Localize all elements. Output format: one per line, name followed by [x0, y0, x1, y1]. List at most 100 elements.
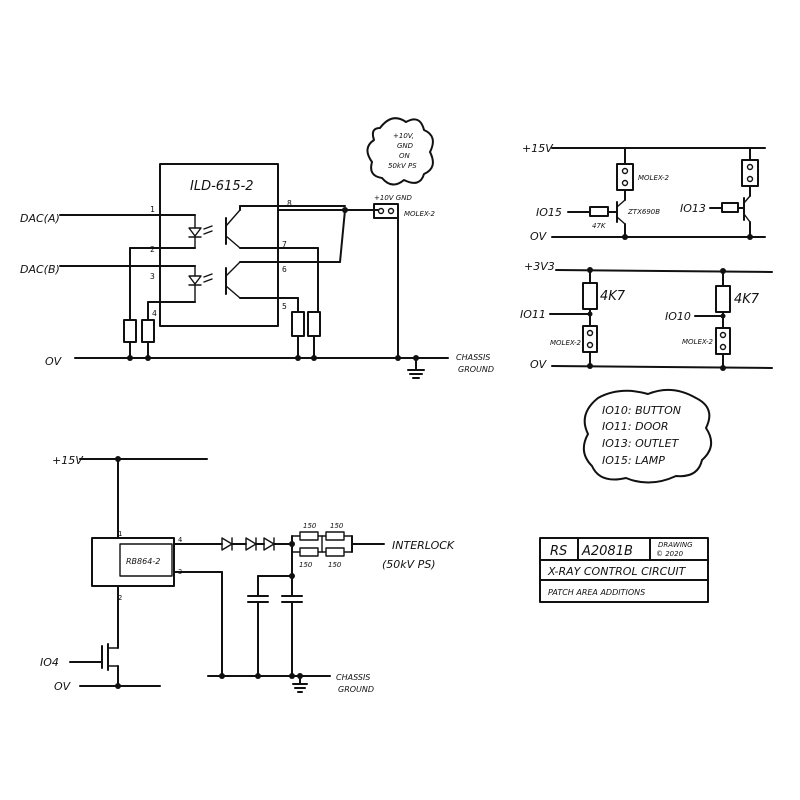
- resistor-150-b: [325, 531, 345, 541]
- cloud-line-4: 50kV PS: [388, 162, 417, 170]
- dac-b-label: DAC(B): [20, 263, 60, 276]
- pin-2: 2: [150, 245, 155, 254]
- pin-1: 1: [150, 205, 155, 214]
- legend-io11: IO11: DOOR: [602, 420, 669, 433]
- resistor-150-c: [299, 547, 319, 557]
- legend-io15: IO15: LAMP: [602, 454, 665, 467]
- pin-5: 5: [282, 302, 287, 311]
- resistor-150-d: [325, 547, 345, 557]
- io15-label: IO15: [536, 206, 562, 219]
- chassis-ground-symbol: [407, 357, 425, 379]
- molex-connector: [373, 203, 399, 219]
- capacitor-2: [281, 595, 303, 677]
- pin-8: 8: [287, 199, 292, 208]
- phototransistor-b-symbol: [225, 261, 301, 299]
- relay-label: RB864-2: [126, 557, 160, 566]
- cloud-line-1: +10V,: [393, 132, 414, 140]
- resistor-r3: [291, 311, 305, 337]
- resistor-r4: [307, 311, 321, 337]
- optocoupler-section: ILD-615-2 DAC(A) DAC(B) 1 2 3 4 5 6 7 8: [20, 117, 494, 379]
- legend-io13: IO13: OUTLET: [602, 437, 680, 450]
- resistor-47k: [589, 206, 609, 217]
- pin-6: 6: [282, 265, 287, 274]
- transistor-label: ZTX690B: [627, 208, 660, 216]
- diode-3: [263, 537, 275, 551]
- resistor-4k7-right: [715, 285, 731, 313]
- resistor-47k-label: 47K: [592, 222, 607, 230]
- interlock-sub-label: (50kV PS): [382, 558, 436, 571]
- interlock-section: +15V RB864-2 1 2 3 4 IO4 OV: [40, 454, 455, 694]
- drawing-subtitle: PATCH AREA ADDITIONS: [548, 588, 645, 597]
- res-left-label: 4K7: [600, 289, 626, 304]
- res-bot-1: 150: [299, 561, 313, 569]
- rail-15v-bottom-label: +15V: [52, 454, 84, 467]
- connector-pins-label: +10V GND: [374, 194, 412, 202]
- ov-right-label: OV: [530, 230, 548, 243]
- io10-label: IO10: [665, 310, 691, 323]
- capacitor-1: [247, 595, 269, 677]
- ov-mid-rail: [551, 365, 773, 369]
- transistor-ztx690b: [616, 199, 626, 238]
- phototransistor-a-symbol: [225, 205, 346, 249]
- ov-bottom-label: OV: [54, 680, 72, 693]
- transistor-outlet: [743, 195, 751, 238]
- drawing-title: X-RAY CONTROL CIRCUIT: [547, 565, 687, 578]
- transistor-section: +15V OV MOLEX-2 IO15 47K ZTX690B IO13: [522, 142, 766, 243]
- chassis-ground-bottom-symbol: [292, 675, 308, 693]
- legend-io10: IO10: BUTTON: [602, 404, 681, 417]
- resistor-r1: [123, 319, 137, 343]
- year-label: © 2020: [656, 550, 684, 558]
- relay-pin-2: 2: [118, 594, 122, 602]
- mosfet-symbol: [101, 643, 119, 687]
- pin-3: 3: [150, 272, 155, 281]
- title-block: RS A2081B DRAWING © 2020 X-RAY CONTROL C…: [539, 537, 709, 603]
- molex-lamp-label: MOLEX-2: [638, 174, 670, 182]
- resistor-150-a: [299, 531, 319, 541]
- relay-package: [91, 537, 175, 587]
- io-legend: IO10: BUTTON IO11: DOOR IO13: OUTLET IO1…: [582, 388, 713, 484]
- legend-cloud: [582, 388, 713, 484]
- res-bot-2: 150: [328, 561, 342, 569]
- resistor-4k7-left: [582, 282, 598, 310]
- io13-label: IO13: [680, 202, 706, 215]
- pin-7: 7: [282, 240, 287, 249]
- res-top-1: 150: [303, 522, 317, 530]
- led-a-symbol: [188, 214, 213, 249]
- resistor-outlet: [721, 202, 739, 213]
- chassis-bottom-1: CHASSIS: [336, 673, 370, 682]
- io11-label: IO11: [520, 308, 546, 321]
- connector-name: MOLEX-2: [404, 210, 436, 218]
- cloud-note: [366, 117, 434, 186]
- chassis-label-2: GROUND: [458, 365, 494, 374]
- resistor-r2: [141, 319, 155, 343]
- chassis-label-1: CHASSIS: [456, 353, 490, 362]
- diode-1: [221, 537, 233, 551]
- ild615-chip-outline: [159, 163, 279, 327]
- pin8-link: [339, 209, 346, 263]
- diode-2: [245, 537, 257, 551]
- relay-pin-1: 1: [118, 530, 122, 538]
- res-top-2: 150: [330, 522, 344, 530]
- initials: RS: [550, 544, 567, 559]
- molex-button-label: MOLEX-2: [682, 338, 714, 346]
- molex-door-label: MOLEX-2: [550, 339, 582, 347]
- relay-coil: [119, 543, 173, 577]
- io4-label: IO4: [40, 656, 59, 669]
- drawn-label: DRAWING: [658, 541, 693, 549]
- ov-mid-label: OV: [530, 358, 548, 371]
- rail-15v-label: +15V: [522, 142, 554, 155]
- ov-label: OV: [45, 355, 63, 368]
- cloud-line-3: ON: [399, 152, 411, 160]
- cloud-line-2: GND: [397, 142, 414, 150]
- chassis-bottom-2: GROUND: [338, 685, 374, 694]
- title-block-frame: [539, 537, 709, 603]
- interlock-label: INTERLOCK: [392, 539, 455, 552]
- chip-label: ILD-615-2: [190, 179, 254, 194]
- input-section: +3V3 OV 4K7 IO11 MOLEX-2 4K7 IO10 MOLEX-…: [520, 260, 773, 371]
- led-b-symbol: [188, 265, 213, 303]
- relay-pin-4: 4: [178, 536, 182, 544]
- dac-a-label: DAC(A): [20, 212, 60, 225]
- drawing-number: A2081B: [581, 544, 633, 559]
- pin-4: 4: [152, 309, 157, 318]
